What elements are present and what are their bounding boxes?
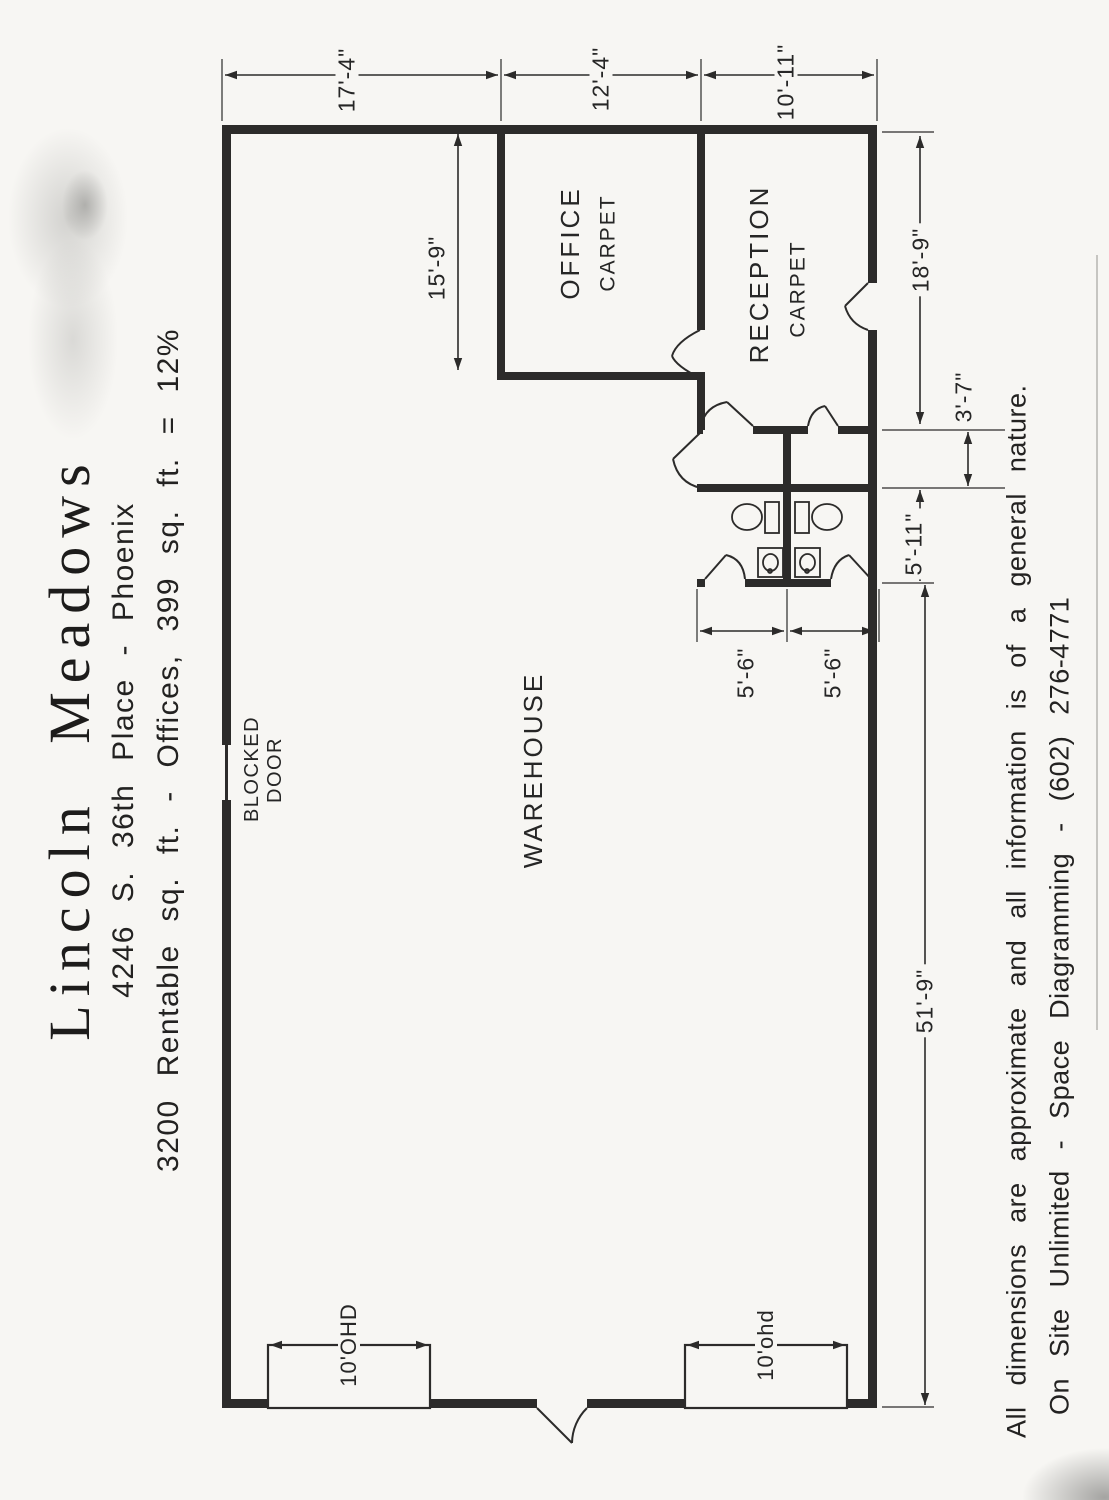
dim-restroom-width-bottom: 5'-6" bbox=[819, 647, 846, 699]
side-wall-seg-4 bbox=[868, 125, 877, 283]
sink-basin-icon-1 bbox=[762, 553, 779, 572]
blocked-door-line bbox=[225, 745, 228, 800]
toilet-bowl-icon-2 bbox=[811, 503, 843, 531]
entry-door-swing bbox=[844, 282, 869, 331]
disclaimer-note: All dimensions are approximate and all i… bbox=[1001, 384, 1032, 1438]
front-wall bbox=[222, 125, 877, 134]
dim-reception-depth: 18'-9" bbox=[908, 223, 934, 297]
hall-warehouse-door-swing bbox=[672, 431, 702, 489]
office-floor-label: CARPET bbox=[596, 194, 620, 292]
area-note-line: 3200 Rentable sq. ft. - Offices, 399 sq.… bbox=[152, 328, 185, 1172]
restroom-2-door-swing bbox=[830, 554, 872, 580]
office-back-wall bbox=[497, 372, 705, 380]
reception-floor-label: CARPET bbox=[786, 240, 810, 338]
toilet-bowl-icon-1 bbox=[731, 503, 763, 531]
office-side-wall bbox=[497, 125, 505, 380]
office-reception-wall-seg-2 bbox=[697, 125, 705, 330]
doors bbox=[266, 282, 872, 1444]
dim-front-bay-3: 10'-11" bbox=[773, 39, 799, 125]
reception-hall-wall-seg-2 bbox=[753, 426, 808, 434]
dim-restroom-depth: 5'-11" bbox=[901, 508, 927, 580]
reception-label: RECEPTION bbox=[744, 184, 774, 364]
dim-hall-depth: 3'-7" bbox=[951, 367, 977, 427]
restroom-dim-extension-lines bbox=[696, 589, 880, 642]
rear-mandoor-swing bbox=[536, 1407, 588, 1444]
restroom-back-wall-seg-1 bbox=[697, 579, 705, 587]
reception-hall-door-2-swing bbox=[807, 405, 839, 427]
rear-wall-seg-3 bbox=[587, 1399, 685, 1408]
dim-office-depth: 15'-9" bbox=[423, 235, 450, 301]
overhead-door-right-label: 10'ohd bbox=[753, 1305, 778, 1385]
side-wall-seg-1 bbox=[222, 800, 231, 1408]
reception-hall-wall-seg-3 bbox=[838, 426, 877, 434]
toilet-tank-icon-1 bbox=[764, 501, 780, 534]
dim-warehouse-length: 51'-9" bbox=[912, 964, 938, 1038]
sink-faucet-icon-1 bbox=[767, 568, 773, 574]
warehouse-label: WAREHOUSE bbox=[518, 671, 548, 869]
rear-wall-seg-1 bbox=[222, 1399, 268, 1408]
sink-faucet-icon-2 bbox=[804, 568, 810, 574]
side-wall-seg-2 bbox=[222, 125, 231, 745]
credit-note: On Site Unlimited - Space Diagramming - … bbox=[1044, 596, 1075, 1415]
dim-front-bay-2: 12'-4" bbox=[588, 42, 614, 116]
reception-hall-door-1-swing bbox=[700, 401, 754, 427]
restroom-divider-wall bbox=[783, 430, 791, 583]
restroom-back-wall-seg-3 bbox=[871, 579, 877, 587]
page-title: Lincoln Meadows bbox=[37, 455, 102, 1041]
sink-icon-2 bbox=[794, 547, 821, 578]
side-wall-seg-3 bbox=[868, 330, 877, 1408]
office-label: OFFICE bbox=[555, 186, 585, 300]
sink-icon-1 bbox=[757, 547, 784, 578]
sink-basin-icon-2 bbox=[799, 553, 816, 572]
dim-restroom-width-top: 5'-6" bbox=[732, 647, 759, 699]
blocked-door-label-line1: BLOCKED bbox=[241, 715, 263, 823]
address-line: 4246 S. 36th Place - Phoenix bbox=[107, 502, 140, 998]
exterior-walls bbox=[222, 125, 877, 1408]
office-door-swing bbox=[671, 329, 701, 379]
reception-hall-wall-seg-1 bbox=[697, 426, 703, 434]
overhead-door-left-label: 10'OHD bbox=[336, 1299, 361, 1391]
blocked-door-label-line2: DOOR bbox=[264, 737, 286, 803]
restroom-fixtures bbox=[731, 501, 843, 578]
restroom-1-door-swing bbox=[704, 554, 746, 580]
dim-front-bay-1: 17'-4" bbox=[334, 43, 360, 117]
front-dim-extension-lines bbox=[221, 59, 878, 121]
rear-wall-seg-2 bbox=[430, 1399, 537, 1408]
toilet-tank-icon-2 bbox=[794, 501, 810, 534]
bottom-dim-extension-lines bbox=[882, 131, 1005, 1408]
interior-walls bbox=[497, 125, 877, 587]
